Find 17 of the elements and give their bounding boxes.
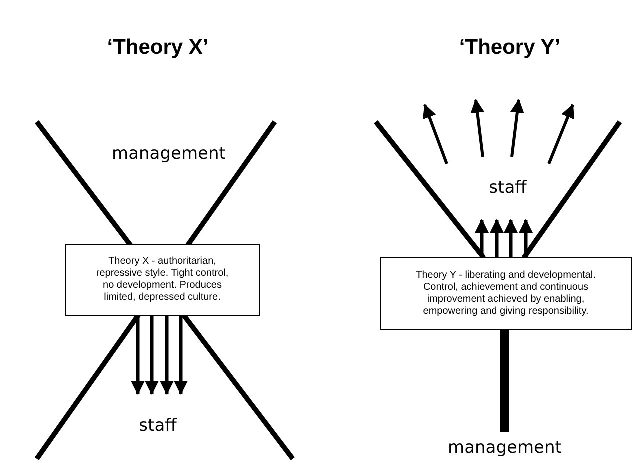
arrow [160, 316, 174, 395]
heading: ‘Theory X’ [107, 36, 209, 60]
group-label: management [440, 436, 570, 460]
description-box: Theory X - authoritarian, repressive style. Tight control, no development. Produces limited, depressed culture. [65, 244, 260, 316]
group-label: staff [478, 176, 538, 200]
arrow [475, 219, 489, 257]
arrow [519, 219, 533, 257]
arrow [490, 219, 504, 257]
heading: ‘Theory Y’ [459, 36, 561, 60]
arrow [131, 316, 145, 395]
description-box: Theory Y - liberating and developmental. Control, achievement and continuous improvement achieved by enabling, empowering and giving responsibility. [380, 257, 632, 330]
group-label: management [104, 142, 234, 166]
arrow [145, 316, 159, 395]
group-label: staff [128, 414, 188, 438]
connector-line [500, 330, 510, 432]
arrow [504, 219, 518, 257]
arrow [174, 316, 188, 395]
